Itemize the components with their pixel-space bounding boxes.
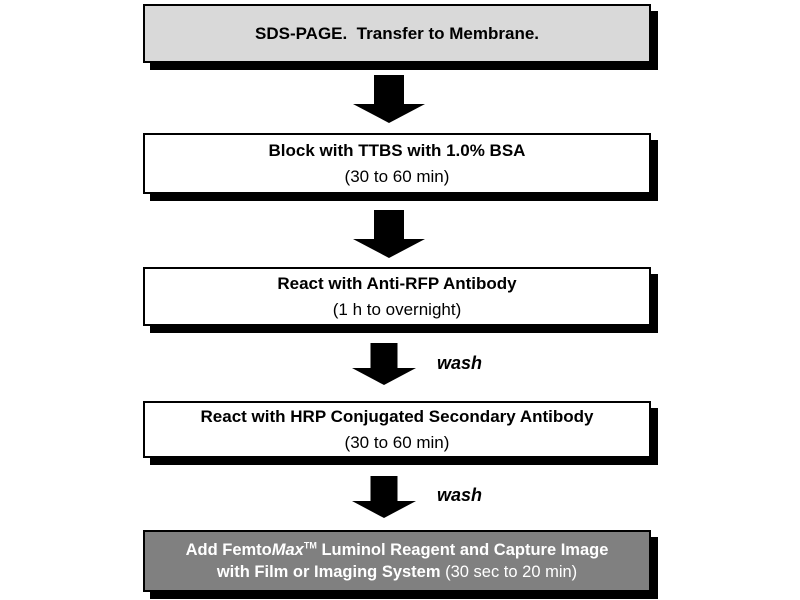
step-text-line-1: Add FemtoMaxTM Luminol Reagent and Captu… (186, 539, 609, 561)
step-text-fragment: Add Femto (185, 541, 272, 559)
step-text-fragment: with Film or Imaging System (216, 563, 441, 581)
step-box-block-ttbs: Block with TTBS with 1.0% BSA (30 to 60 … (143, 133, 651, 194)
step-text-line-2: with Film or Imaging System (30 sec to 2… (217, 561, 577, 583)
step-duration: (1 h to overnight) (332, 299, 462, 319)
step-box-anti-rfp-antibody: React with Anti-RFP Antibody (1 h to ove… (143, 267, 651, 326)
step-box-luminol-capture: Add FemtoMaxTM Luminol Reagent and Captu… (143, 530, 651, 592)
step-box-hrp-secondary-antibody: React with HRP Conjugated Secondary Anti… (143, 401, 651, 458)
wash-label: wash (437, 485, 483, 505)
down-arrow-icon (353, 75, 425, 123)
wash-label: wash (437, 353, 483, 373)
down-arrow-icon (352, 476, 416, 518)
step-duration: (30 sec to 20 min) (440, 563, 578, 581)
down-arrow-icon (352, 343, 416, 385)
product-name-italic: Max (271, 541, 304, 559)
trademark-symbol: TM (303, 540, 317, 551)
step-text: SDS-PAGE. Transfer to Membrane. (254, 23, 540, 43)
step-text: Block with TTBS with 1.0% BSA (268, 140, 526, 160)
step-duration: (30 to 60 min) (344, 166, 450, 186)
step-text: React with Anti-RFP Antibody (277, 273, 517, 293)
step-text-fragment: Luminol Reagent and Capture Image (316, 541, 609, 559)
step-text: React with HRP Conjugated Secondary Anti… (200, 406, 594, 426)
down-arrow-icon (353, 210, 425, 258)
step-duration: (30 to 60 min) (344, 432, 450, 452)
step-box-sds-page-transfer: SDS-PAGE. Transfer to Membrane. (143, 4, 651, 63)
